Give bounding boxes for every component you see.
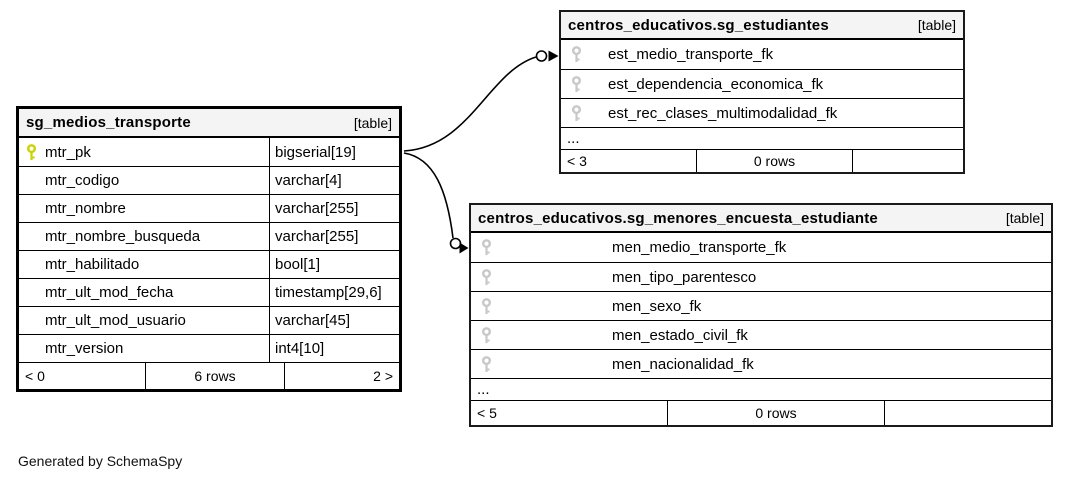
column-name: men_medio_transporte_fk (612, 239, 787, 256)
column-type: varchar[255] (275, 228, 359, 245)
foreign-key-icon (481, 326, 492, 344)
column-type: bool[1] (275, 256, 321, 273)
column-name: men_nacionalidad_fk (612, 355, 754, 373)
table-row: mtr_habilitado bool[1] (19, 250, 399, 278)
foreign-key-icon (571, 46, 582, 63)
column-name: mtr_ult_mod_fecha (45, 284, 174, 301)
foreign-key-icon (481, 268, 492, 286)
column-name: mtr_ult_mod_usuario (45, 312, 186, 329)
column-name: est_dependencia_economica_fk (608, 75, 824, 93)
table-header[interactable]: centros_educativos.sg_menores_encuesta_e… (471, 205, 1051, 233)
column-type: int4[10] (275, 340, 325, 357)
table-title[interactable]: centros_educativos.sg_menores_encuesta_e… (478, 209, 878, 227)
table-row: men_nacionalidad_fk (471, 349, 1051, 378)
table-title[interactable]: centros_educativos.sg_estudiantes (568, 16, 829, 34)
table-node-sg-medios-transporte[interactable]: sg_medios_transporte [table] mtr_pk bigs… (16, 106, 402, 392)
arrowhead-icon (548, 50, 559, 62)
foreign-key-icon (571, 75, 582, 93)
table-header[interactable]: sg_medios_transporte [table] (19, 109, 399, 138)
relationship-line-estudiantes (403, 56, 537, 152)
column-type: varchar[255] (275, 200, 359, 217)
column-name: mtr_nombre (45, 200, 126, 217)
relationship-line-menores (403, 152, 454, 239)
cardinality-circle-icon (535, 50, 548, 62)
table-badge: [table] (353, 114, 392, 131)
arrowhead-icon (459, 242, 469, 254)
generated-by-note: Generated by SchemaSpy (18, 453, 183, 469)
foreign-key-icon (481, 297, 492, 315)
column-name: mtr_version (45, 340, 124, 357)
hidden-columns-ellipsis: ... (471, 378, 1051, 400)
table-row: mtr_pk bigserial[19] (19, 138, 399, 166)
table-node-sg-menores-encuesta-estudiante[interactable]: centros_educativos.sg_menores_encuesta_e… (469, 203, 1053, 427)
column-name: mtr_habilitado (45, 256, 140, 273)
column-type: timestamp[29,6] (275, 284, 382, 301)
hidden-columns-ellipsis: ... (561, 127, 963, 149)
table-row: men_estado_civil_fk (471, 320, 1051, 349)
column-name: est_medio_transporte_fk (608, 46, 774, 63)
table-row: est_dependencia_economica_fk (561, 69, 963, 98)
column-type: bigserial[19] (275, 143, 356, 161)
column-name: mtr_pk (45, 143, 91, 161)
column-name: mtr_nombre_busqueda (45, 228, 201, 245)
column-name: est_rec_clases_multimodalidad_fk (608, 104, 838, 122)
table-footer: < 3 0 rows (561, 149, 963, 172)
table-row: mtr_ult_mod_fecha timestamp[29,6] (19, 278, 399, 306)
footer-row-count: 6 rows (145, 363, 285, 389)
column-name: men_estado_civil_fk (612, 326, 748, 344)
table-badge: [table] (1005, 210, 1044, 226)
table-row: mtr_nombre varchar[255] (19, 194, 399, 222)
footer-children-count (885, 401, 1051, 425)
footer-row-count: 0 rows (696, 150, 853, 172)
table-row: est_rec_clases_multimodalidad_fk (561, 98, 963, 127)
footer-parents-count: < 5 (477, 405, 497, 421)
footer-parents-count: < 3 (567, 153, 587, 169)
column-name: men_sexo_fk (612, 297, 702, 315)
cardinality-circle-icon (449, 237, 462, 250)
foreign-key-icon (571, 104, 582, 122)
table-row: mtr_ult_mod_usuario varchar[45] (19, 306, 399, 334)
footer-children-count (853, 150, 963, 172)
table-row: men_tipo_parentesco (471, 262, 1051, 291)
column-name: mtr_codigo (45, 172, 120, 189)
column-type: varchar[4] (275, 172, 342, 189)
table-badge: [table] (917, 17, 956, 33)
column-type: varchar[45] (275, 312, 351, 329)
table-header[interactable]: centros_educativos.sg_estudiantes [table… (561, 12, 963, 40)
table-row: mtr_codigo varchar[4] (19, 166, 399, 194)
table-row: men_medio_transporte_fk (471, 233, 1051, 262)
table-footer: < 0 6 rows 2 > (19, 362, 399, 389)
table-row: est_medio_transporte_fk (561, 40, 963, 69)
table-node-sg-estudiantes[interactable]: centros_educativos.sg_estudiantes [table… (559, 10, 965, 174)
foreign-key-icon (481, 355, 492, 373)
table-row: men_sexo_fk (471, 291, 1051, 320)
footer-children-count: 2 > (373, 368, 393, 384)
table-footer: < 5 0 rows (471, 400, 1051, 425)
primary-key-icon (26, 143, 37, 161)
column-name: men_tipo_parentesco (612, 268, 757, 286)
foreign-key-icon (481, 239, 492, 256)
table-row: mtr_nombre_busqueda varchar[255] (19, 222, 399, 250)
table-row: mtr_version int4[10] (19, 334, 399, 362)
footer-parents-count: < 0 (25, 368, 45, 384)
table-title[interactable]: sg_medios_transporte (26, 114, 191, 131)
footer-row-count: 0 rows (667, 401, 885, 425)
